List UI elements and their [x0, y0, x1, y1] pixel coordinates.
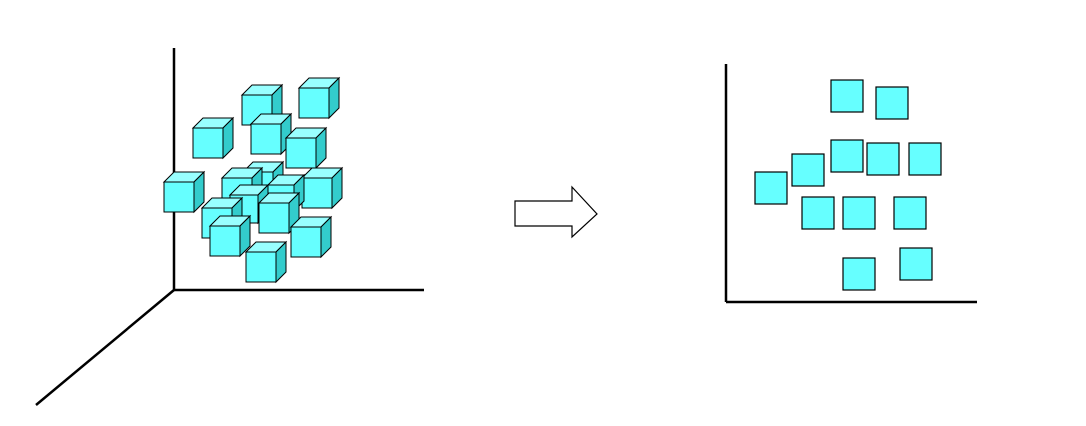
cube-front-face — [298, 87, 330, 119]
square — [791, 153, 825, 187]
cube-front-face — [192, 127, 224, 159]
square — [908, 142, 942, 176]
square — [842, 196, 876, 230]
cube — [289, 215, 333, 259]
axis-3d-depth — [35, 289, 175, 406]
square — [899, 247, 933, 281]
cube-front-face — [285, 137, 317, 169]
square — [866, 142, 900, 176]
cube-front-face — [290, 226, 322, 258]
right-arrow-icon — [514, 185, 598, 239]
cube — [191, 116, 235, 160]
square — [830, 139, 864, 173]
axes-2d — [724, 64, 977, 304]
square — [830, 79, 864, 113]
square-cluster — [754, 79, 942, 291]
square — [893, 196, 927, 230]
cube — [297, 76, 341, 120]
cube-front-face — [163, 181, 195, 213]
cube-front-face — [301, 177, 333, 209]
cube — [284, 126, 328, 170]
cube-front-face — [250, 123, 282, 155]
cube — [162, 170, 206, 214]
square — [754, 171, 788, 205]
cube — [300, 166, 344, 210]
axes-3d — [35, 48, 424, 406]
cube — [244, 240, 288, 284]
cube — [208, 214, 252, 258]
cube-cluster — [162, 76, 344, 284]
cube-front-face — [209, 225, 241, 257]
square — [875, 86, 909, 120]
cube-front-face — [245, 251, 277, 283]
square — [801, 196, 835, 230]
square — [842, 257, 876, 291]
cube-front-face — [258, 202, 290, 234]
cube — [249, 112, 293, 156]
